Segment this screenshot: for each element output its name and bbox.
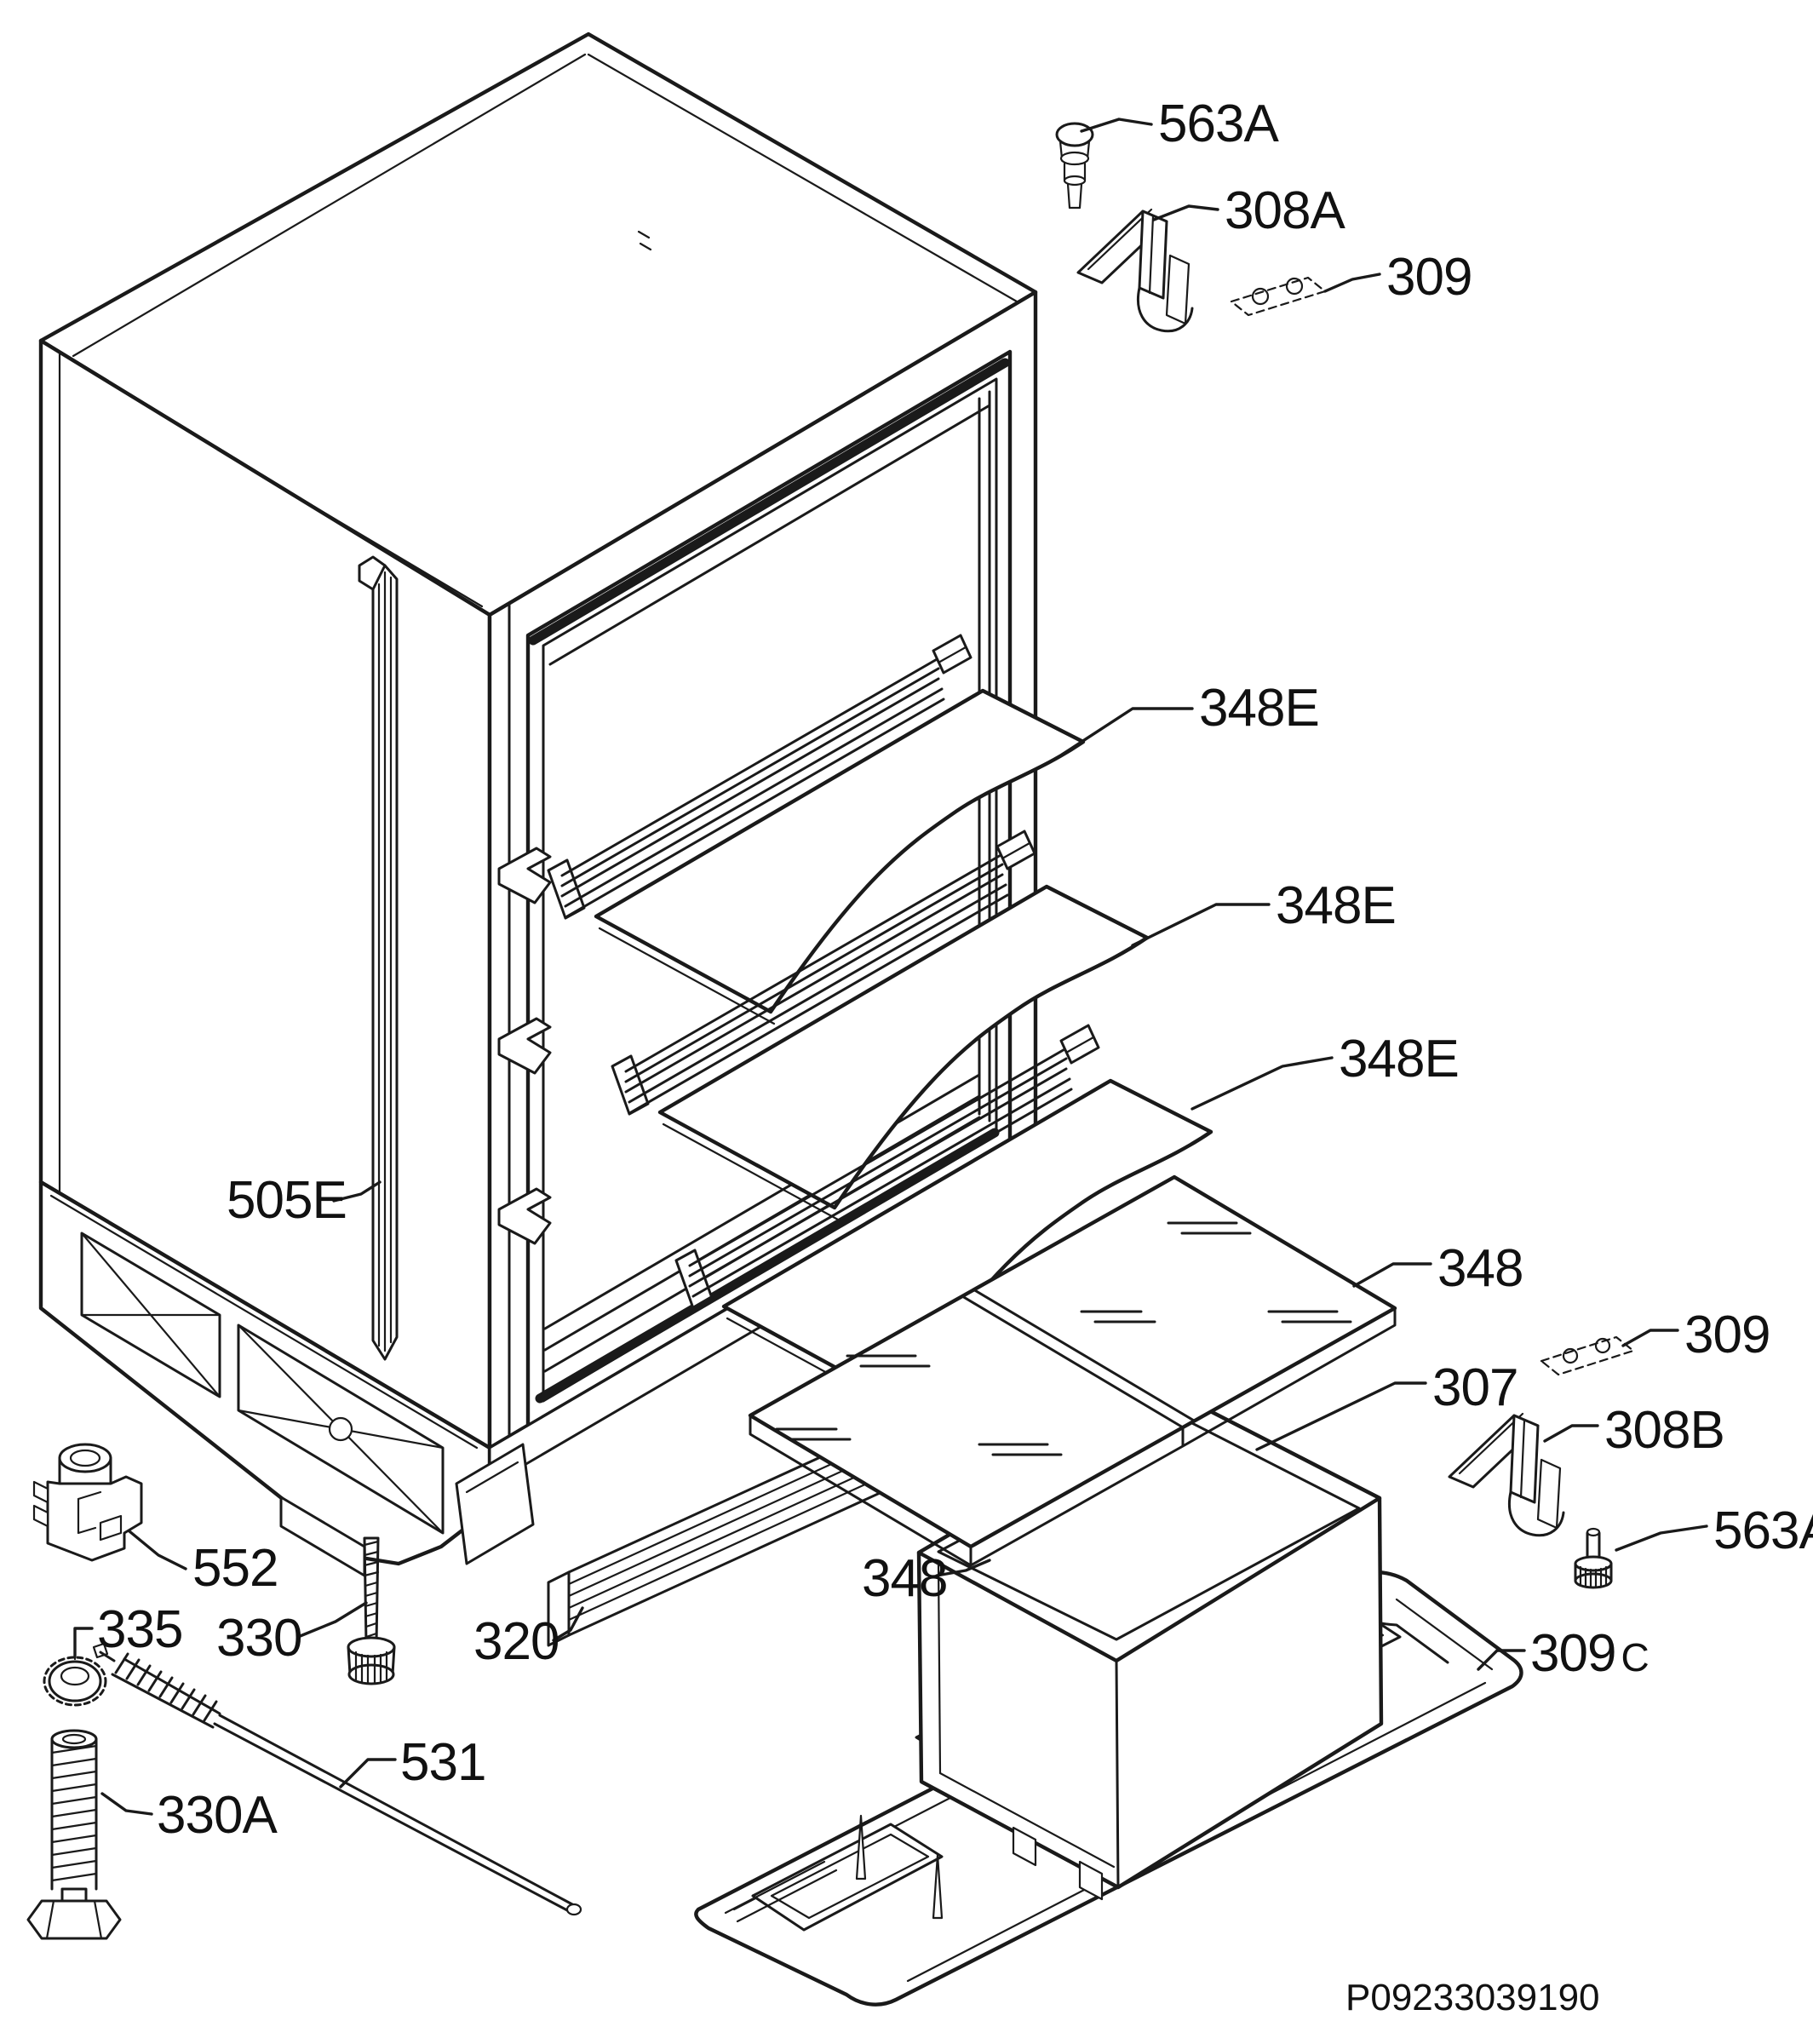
pin-563a-right bbox=[1574, 1527, 1613, 1589]
glass-cover-348 bbox=[748, 1174, 1397, 1567]
part-label-531: 531 bbox=[400, 1733, 485, 1792]
part-label-348-right: 348 bbox=[1437, 1239, 1523, 1298]
leader-line-552 bbox=[128, 1530, 187, 1570]
plate-309-top bbox=[1230, 276, 1327, 317]
part-label-348e-3: 348E bbox=[1339, 1030, 1459, 1088]
leader-line-563a-right bbox=[1615, 1524, 1708, 1552]
part-label-330: 330 bbox=[216, 1609, 301, 1668]
leader-line-308a bbox=[1152, 204, 1219, 221]
hinge-308b bbox=[1448, 1412, 1565, 1537]
part-label-309-top: 309 bbox=[1386, 248, 1472, 307]
leader-line-563a-top bbox=[1080, 118, 1153, 133]
pin-563a-top bbox=[1055, 122, 1094, 210]
plate-309-right bbox=[1540, 1335, 1635, 1376]
leader-line-320 bbox=[552, 1606, 584, 1642]
hinge-308a bbox=[1076, 208, 1194, 333]
part-label-309-right: 309 bbox=[1684, 1306, 1770, 1364]
screw-330a bbox=[26, 1729, 122, 1940]
leader-line-309c bbox=[1477, 1649, 1526, 1671]
leader-line-307 bbox=[1255, 1381, 1427, 1451]
shelf-348e-2 bbox=[611, 830, 1150, 1221]
leader-line-330a bbox=[100, 1792, 153, 1816]
door-gasket-band bbox=[528, 358, 1010, 646]
part-label-330a: 330A bbox=[157, 1786, 278, 1845]
part-label-563a-top: 563A bbox=[1158, 95, 1279, 153]
part-label-552: 552 bbox=[192, 1539, 278, 1598]
part-label-308a: 308A bbox=[1225, 181, 1345, 240]
part-label-505e: 505E bbox=[227, 1171, 347, 1230]
leader-line-348-right bbox=[1352, 1262, 1432, 1288]
front-corner-foot bbox=[455, 1443, 535, 1565]
rod-531 bbox=[92, 1642, 582, 1916]
part-label-348e-2: 348E bbox=[1276, 876, 1396, 935]
leader-line-308b bbox=[1543, 1424, 1599, 1443]
leader-line-348-bottom bbox=[935, 1559, 991, 1577]
footer-part-code: P09233039190 bbox=[1345, 1977, 1600, 2018]
leader-line-348e-3 bbox=[1190, 1056, 1334, 1111]
leader-line-348e-1 bbox=[1060, 707, 1194, 756]
part-label-335: 335 bbox=[97, 1600, 182, 1659]
part-label-348-bottom: 348 bbox=[862, 1549, 947, 1608]
shelf-348e-1 bbox=[547, 634, 1086, 1025]
gear-335 bbox=[43, 1651, 107, 1707]
leader-line-348e-2 bbox=[1131, 903, 1271, 947]
part-label-563a-right: 563A bbox=[1713, 1501, 1813, 1560]
part-label-348e-1: 348E bbox=[1199, 679, 1319, 738]
leader-line-531 bbox=[339, 1758, 397, 1788]
part-label-320: 320 bbox=[473, 1612, 559, 1671]
leader-line-505e bbox=[332, 1180, 382, 1203]
shelf-support-brackets bbox=[497, 847, 552, 1245]
glass-reflections bbox=[775, 1221, 1352, 1456]
leader-line-309-top bbox=[1323, 273, 1381, 293]
leader-line-330 bbox=[296, 1601, 368, 1639]
leader-line-335 bbox=[73, 1627, 94, 1657]
part-label-307: 307 bbox=[1432, 1358, 1518, 1417]
part-labels-layer: 563A 308A 309 348E 348E 348E 505E 348 309 307 308B… bbox=[73, 95, 1813, 1845]
door-seal-strip-505e bbox=[358, 555, 399, 1361]
bracket-552 bbox=[32, 1443, 143, 1562]
part-label-308b: 308B bbox=[1604, 1401, 1724, 1460]
leveling-screw-330 bbox=[347, 1536, 396, 1685]
leader-line-309-right bbox=[1621, 1329, 1679, 1347]
